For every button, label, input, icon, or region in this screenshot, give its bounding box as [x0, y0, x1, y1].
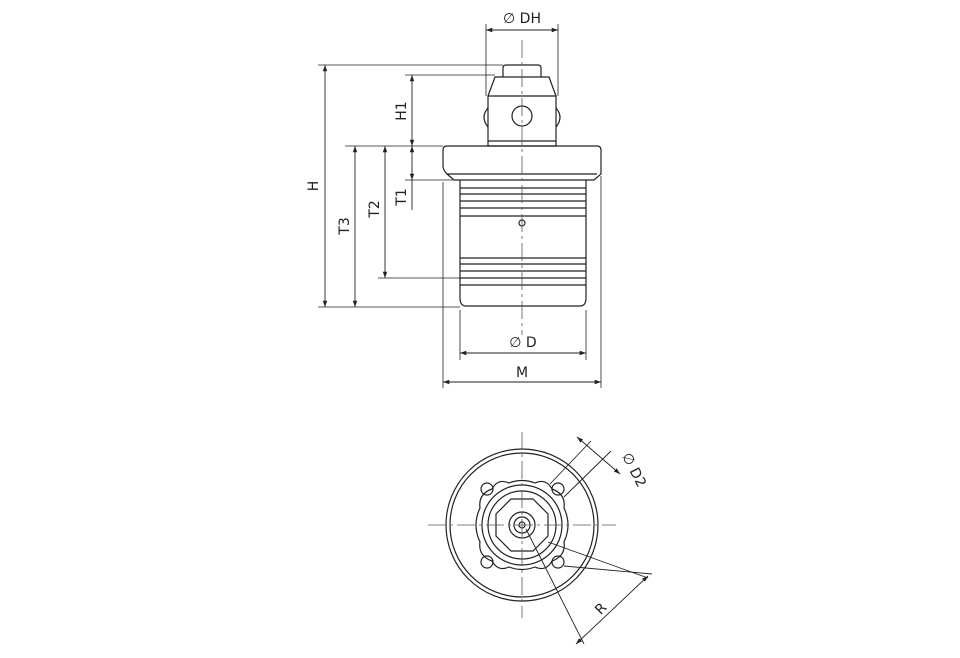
ball-left — [483, 107, 489, 128]
flange — [442, 145, 602, 181]
ext-d2-a — [549, 440, 592, 485]
bolt-hole-bl — [480, 555, 494, 569]
dimension-lines — [322, 27, 601, 385]
ext-r-b — [525, 528, 585, 645]
extension-lines — [318, 24, 602, 388]
body — [459, 180, 587, 307]
label-t2: T2 — [367, 200, 383, 218]
label-d2: ∅ D2 — [618, 450, 649, 490]
bolt-hole-tr — [551, 482, 565, 496]
dim-d2 — [576, 436, 621, 475]
label-d: ∅ D — [509, 335, 536, 351]
bolt-hole-tl — [480, 482, 494, 496]
ball-right — [555, 107, 561, 128]
label-dh: ∅ DH — [503, 11, 541, 27]
label-t3: T3 — [337, 217, 353, 235]
dim-r — [575, 575, 649, 645]
top-centerlines — [428, 432, 616, 618]
head-outline — [475, 479, 569, 571]
ext-r-c — [547, 541, 649, 579]
ext-r-a — [563, 565, 653, 575]
ext-d2-b — [563, 450, 612, 498]
label-t1: T1 — [394, 188, 410, 206]
head-octagon — [495, 498, 549, 552]
label-h: H — [306, 181, 322, 192]
label-h1: H1 — [394, 101, 410, 120]
top-dimension-lines — [525, 436, 653, 645]
label-r: R — [592, 600, 610, 618]
label-m: M — [516, 365, 528, 381]
side-view — [442, 64, 602, 307]
